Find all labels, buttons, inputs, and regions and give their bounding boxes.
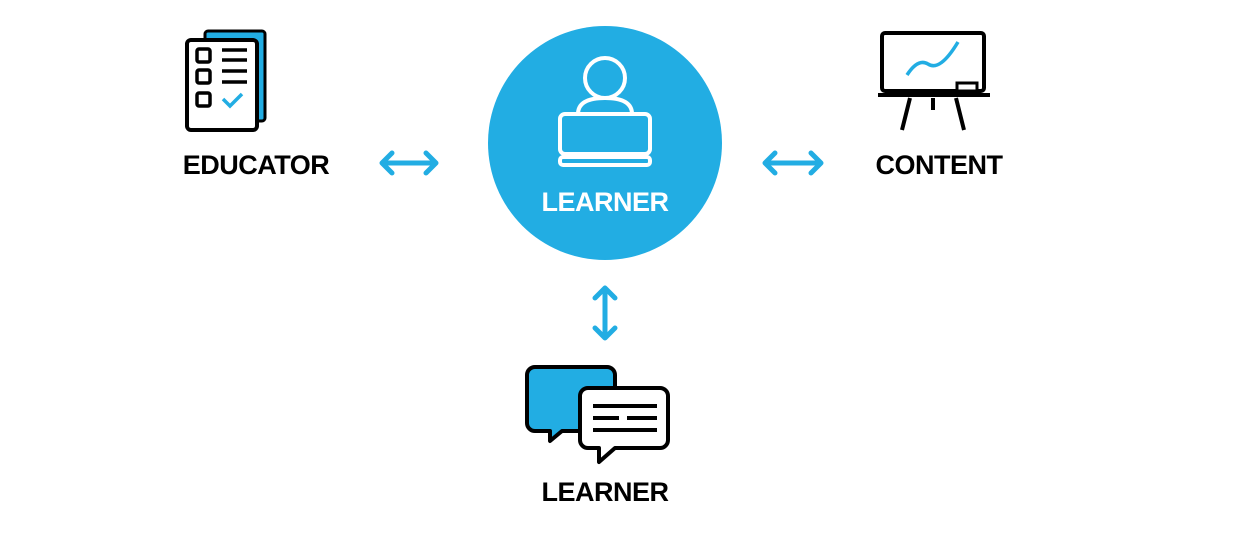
learner-circle [488,26,722,260]
peer-learner-label: LEARNER [541,477,669,507]
arrow-educator-learner [379,150,439,176]
arrow-learner-content [762,150,824,176]
learner-laptop-icon [558,56,652,167]
whiteboard-icon [878,31,990,131]
content-label: CONTENT [875,150,1004,180]
center-learner-label: LEARNER [541,187,669,217]
chat-bubbles-icon [525,365,670,464]
checklist-icon [185,29,267,132]
arrow-learner-learner [592,285,618,341]
educator-label: EDUCATOR [182,150,330,180]
